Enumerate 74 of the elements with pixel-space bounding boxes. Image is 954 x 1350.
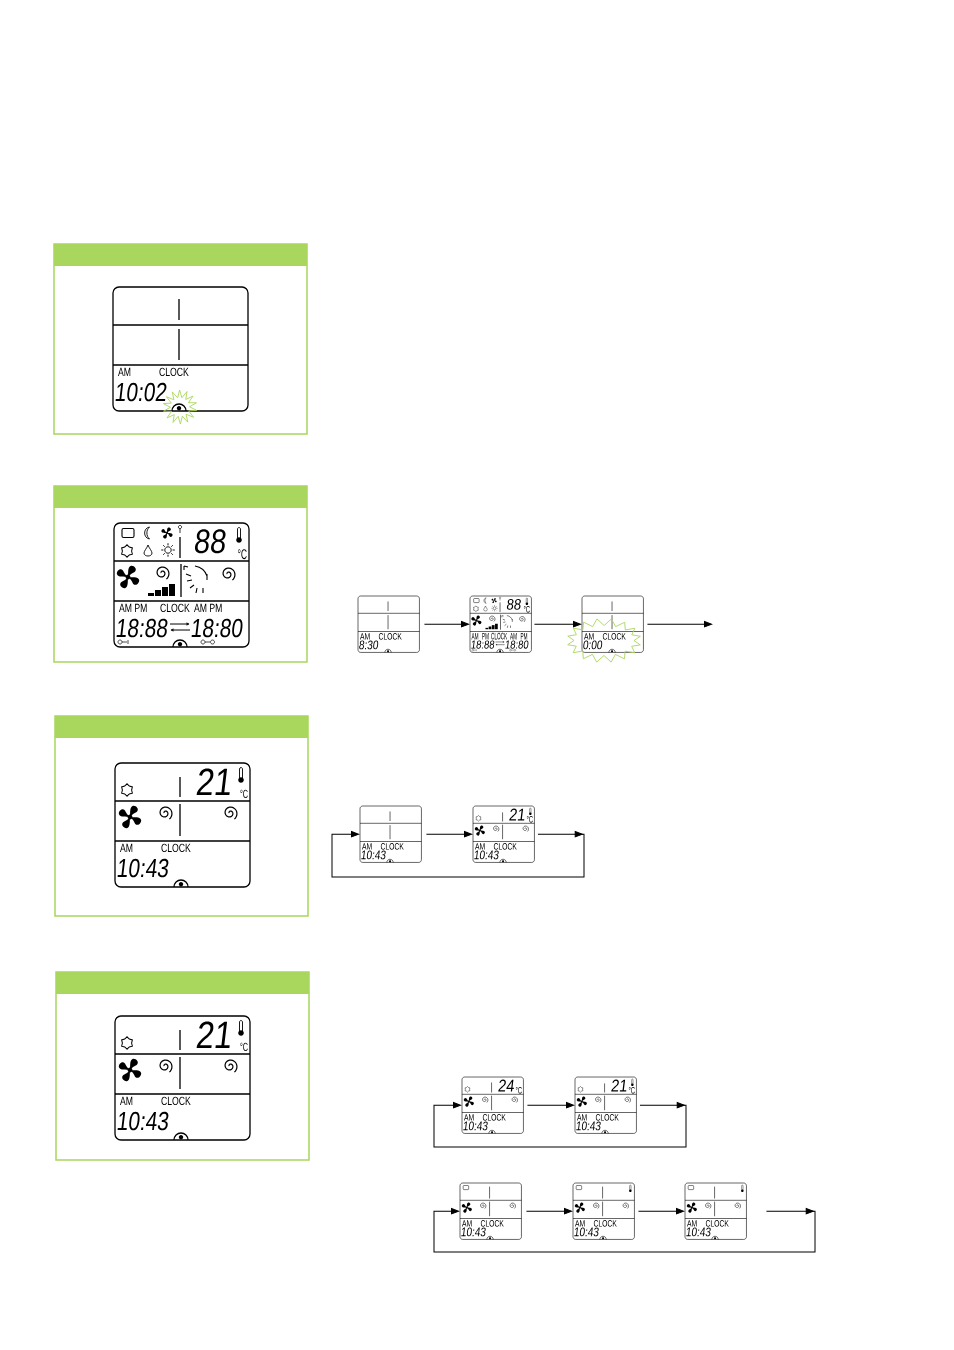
temperature-readout: 21 <box>509 808 525 821</box>
time-readout: 10:43 <box>361 850 386 860</box>
indicator-label: CLOCK <box>378 633 402 640</box>
card-panel <box>53 485 308 663</box>
loop-arrow <box>331 831 585 878</box>
unit-label: °C <box>240 1042 248 1052</box>
time-readout: 18:88 <box>471 640 495 649</box>
arrow <box>637 1208 685 1215</box>
time-readout: 10:43 <box>117 1111 169 1131</box>
card-panel <box>54 715 309 917</box>
indicator-label: AM <box>575 1220 585 1227</box>
arrow <box>526 1102 575 1109</box>
time-readout: 10:43 <box>463 1121 488 1131</box>
arrow <box>646 621 713 628</box>
indicator-label: CLOCK <box>705 1220 729 1227</box>
time-readout: 10:02 <box>115 382 167 402</box>
indicator-label: AM <box>362 843 372 850</box>
indicator-label: CLOCK <box>160 603 190 613</box>
temperature-readout: 21 <box>196 1021 230 1048</box>
time-readout: 10:43 <box>686 1227 711 1237</box>
indicator-label: AM PM <box>119 603 147 612</box>
indicator-label: CLOCK <box>480 1220 504 1227</box>
indicator-label: CLOCK <box>493 843 517 850</box>
indicator-label: CLOCK <box>482 1114 506 1121</box>
indicator-label: AM <box>584 633 594 640</box>
temperature-readout: 21 <box>196 768 230 795</box>
indicator-label: AM <box>360 633 370 640</box>
indicator-label: AM PM <box>510 632 528 640</box>
temperature-readout: 88 <box>194 529 226 554</box>
indicator-label: CLOCK <box>593 1220 617 1227</box>
time-readout: 18:80 <box>191 618 243 638</box>
indicator-label: AM <box>577 1114 587 1121</box>
temperature-readout: 21 <box>611 1079 627 1092</box>
loop-arrow <box>433 1208 816 1253</box>
time-readout: 10:43 <box>576 1121 601 1131</box>
unit-label: °C <box>238 549 247 560</box>
time-readout: 18:80 <box>505 640 529 649</box>
time-readout: 10:43 <box>117 858 169 878</box>
indicator-label: AM <box>464 1114 474 1121</box>
arrow <box>425 831 473 838</box>
time-readout: 10:43 <box>461 1227 486 1237</box>
unit-label: °C <box>628 1086 635 1094</box>
indicator-label: CLOCK <box>161 843 191 853</box>
unit-label: °C <box>523 605 530 613</box>
arrow <box>525 1208 573 1215</box>
unit-label: °C <box>526 815 533 823</box>
time-readout: 10:43 <box>474 850 499 860</box>
time-readout: 8:30 <box>359 640 379 650</box>
temperature-readout: 88 <box>506 598 521 610</box>
indicator-label: AM PM <box>471 632 489 640</box>
time-readout: 10:43 <box>574 1227 599 1237</box>
indicator-label: AM <box>687 1220 697 1227</box>
arrow <box>423 621 470 628</box>
indicator-label: AM <box>118 367 131 376</box>
indicator-label: CLOCK <box>161 1096 191 1106</box>
indicator-label: CLOCK <box>159 367 189 377</box>
arrow <box>533 621 582 628</box>
indicator-label: AM <box>462 1220 472 1227</box>
card-panel <box>53 243 308 435</box>
loop-arrow <box>433 1102 687 1148</box>
temperature-readout: 24 <box>498 1079 514 1092</box>
indicator-label: CLOCK <box>380 843 404 850</box>
indicator-label: AM <box>475 843 485 850</box>
indicator-label: AM <box>120 843 133 852</box>
unit-label: °C <box>515 1086 522 1094</box>
time-readout: 0:00 <box>583 640 603 650</box>
indicator-label: CLOCK <box>602 633 626 640</box>
indicator-label: CLOCK <box>491 632 508 640</box>
time-readout: 18:88 <box>116 618 168 638</box>
indicator-label: AM <box>120 1096 133 1105</box>
indicator-label: CLOCK <box>595 1114 619 1121</box>
card-panel <box>55 971 310 1161</box>
unit-label: °C <box>240 789 248 799</box>
indicator-label: AM PM <box>194 603 222 612</box>
